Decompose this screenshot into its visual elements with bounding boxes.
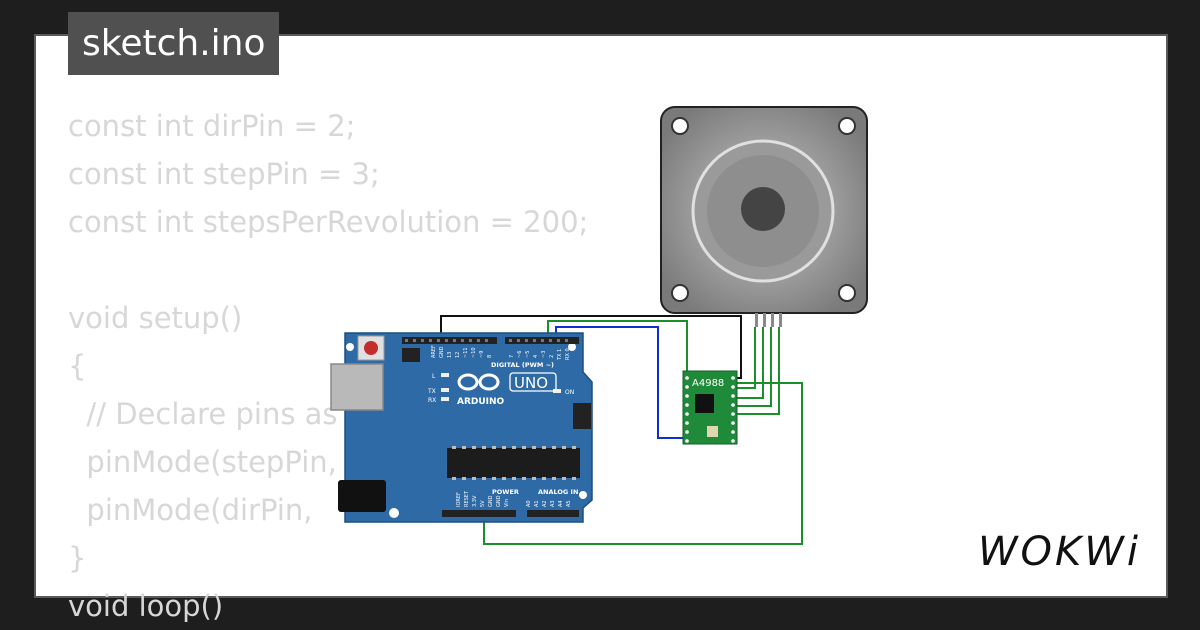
pin-label: Vin	[504, 499, 510, 507]
analog-label: ANALOG IN	[538, 488, 578, 496]
pin-label: 12	[455, 352, 461, 358]
power-jack	[338, 480, 386, 512]
wokwi-logo[interactable]: WOKWi	[978, 529, 1141, 575]
pin-label: A5	[566, 500, 572, 507]
led-tx	[441, 388, 449, 392]
pin-label: ~11	[463, 347, 469, 358]
pin-label: 13	[447, 352, 453, 358]
power-label: POWER	[492, 488, 519, 496]
a4988-driver[interactable]: A4988	[682, 370, 738, 445]
code-line: const int dirPin = 2;	[68, 109, 356, 143]
pin-label: ~10	[471, 347, 477, 358]
driver-potentiometer	[707, 426, 718, 437]
code-line: const int stepPin = 3;	[68, 157, 380, 191]
pin-label: 8	[487, 355, 493, 358]
pin-label: ~3	[541, 351, 547, 358]
pin-label: GND	[488, 495, 494, 507]
pin-label: AREF	[431, 345, 437, 358]
pin-label: 3.3V	[472, 495, 478, 507]
code-line: void setup()	[68, 301, 243, 335]
led-on	[553, 389, 561, 393]
pin-label: ~6	[517, 351, 523, 358]
board-model: UNO	[514, 374, 548, 392]
usb-port	[330, 363, 384, 411]
pin-label: GND	[496, 495, 502, 507]
pin-label: A4	[558, 500, 564, 507]
driver-label: A4988	[692, 378, 724, 389]
led-l	[441, 373, 449, 377]
led-label: TX	[427, 388, 436, 395]
pin-label: ~9	[479, 351, 485, 358]
digital-label: DIGITAL (PWM ~)	[491, 361, 554, 369]
pin-label: RX 0	[565, 348, 571, 360]
code-line: pinMode(dirPin,	[68, 493, 313, 527]
pin-label: 2	[549, 355, 555, 358]
arduino-logo-icon	[457, 373, 500, 391]
code-line: }	[68, 541, 87, 575]
code-line: const int stepsPerRevolution = 200;	[68, 205, 589, 239]
pin-label: 4	[533, 355, 539, 358]
pin-label: RESET	[464, 490, 470, 507]
reset-button[interactable]	[364, 341, 378, 355]
microcontroller-chip	[447, 448, 580, 478]
pin-label: 7	[509, 355, 515, 358]
pin-label: A3	[550, 500, 556, 507]
code-line: pinMode(stepPin,	[68, 445, 337, 479]
arduino-uno-board[interactable]: AREF GND 13 12 ~11 ~10 ~9 8 7 ~6 ~5 4 ~3…	[330, 332, 593, 523]
file-tab[interactable]: sketch.ino	[68, 12, 280, 75]
code-preview: const int dirPin = 2; const int stepPin =…	[68, 102, 588, 630]
led-label: L	[432, 373, 436, 380]
code-line: {	[68, 349, 87, 383]
pin-label: A0	[526, 500, 532, 507]
led-label: ON	[565, 389, 574, 396]
led-label: RX	[428, 397, 436, 404]
driver-chip	[695, 394, 714, 413]
led-rx	[441, 397, 449, 401]
pin-label: ~5	[525, 351, 531, 358]
pin-label: GND	[439, 346, 445, 358]
stepper-motor[interactable]	[660, 106, 868, 327]
pin-label: IOREF	[456, 492, 462, 507]
code-line: void loop()	[68, 589, 224, 623]
pin-label: 5V	[480, 500, 486, 507]
code-line: // Declare pins as	[68, 397, 338, 431]
board-brand: ARDUINO	[457, 397, 505, 407]
pin-label: A2	[542, 500, 548, 507]
pin-label: TX 1	[557, 349, 563, 361]
pin-label: A1	[534, 500, 540, 507]
